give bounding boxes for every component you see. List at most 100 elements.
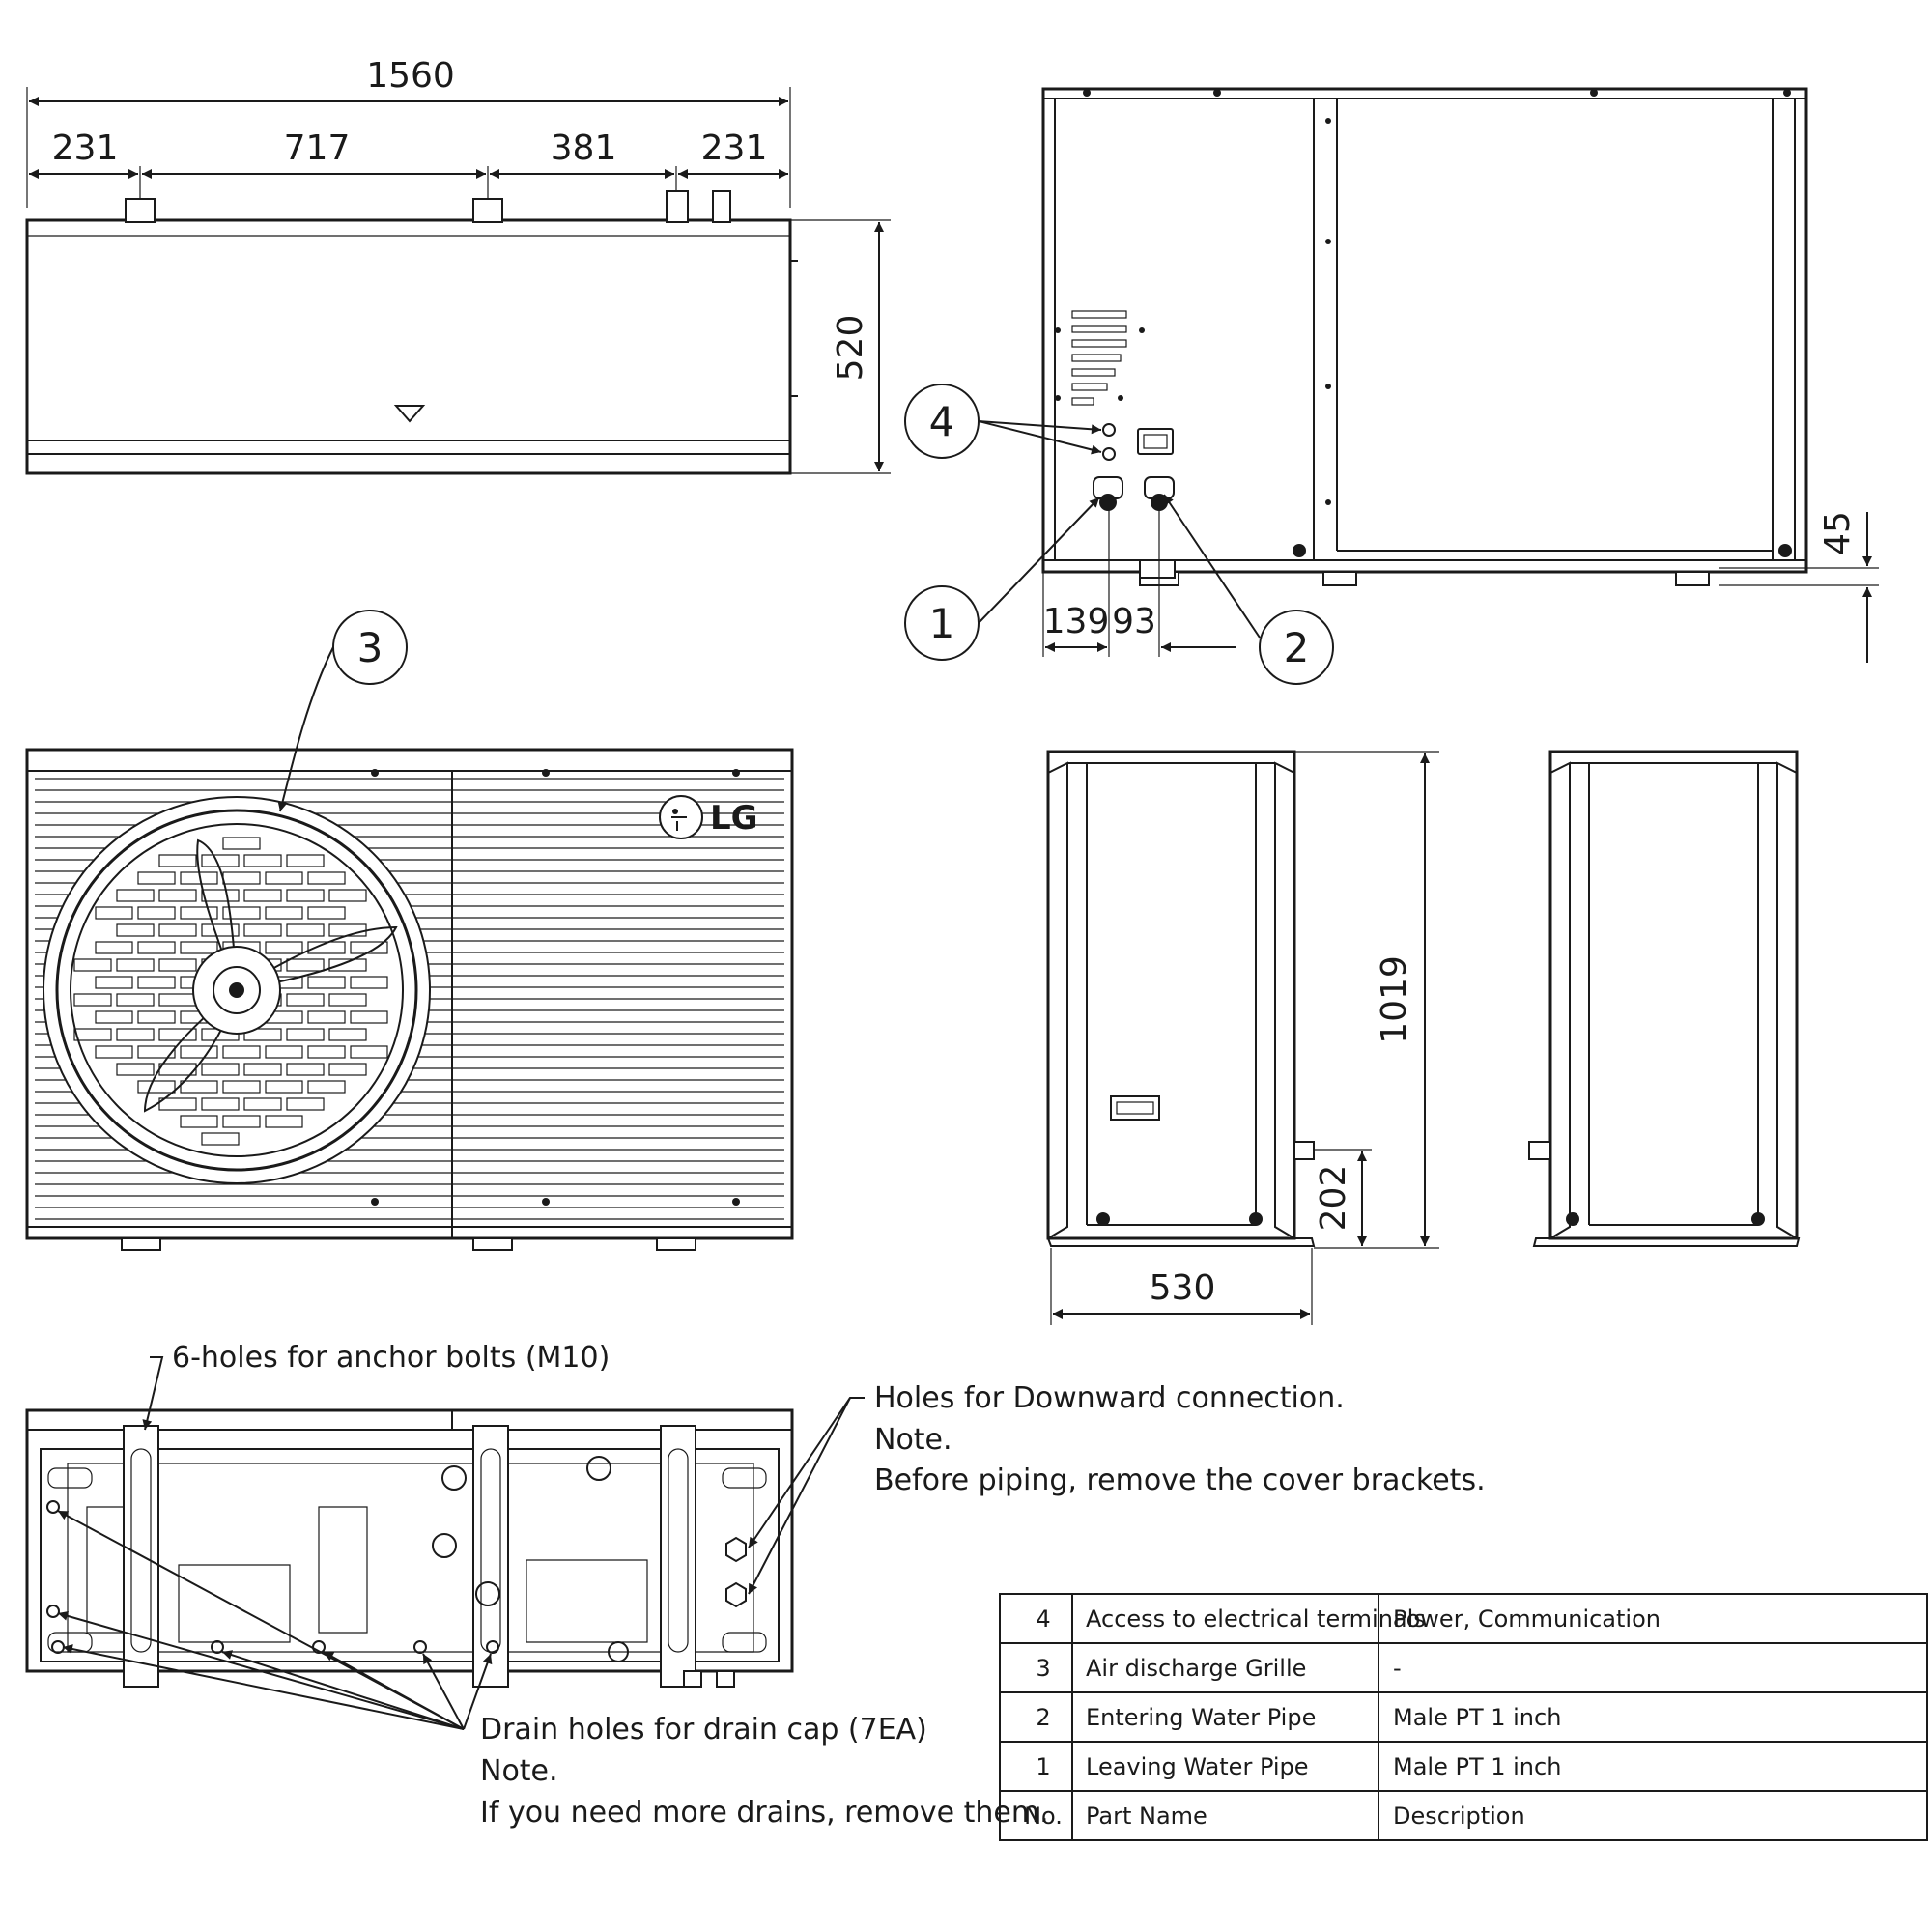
fan-guard-slot (286, 854, 325, 867)
fan-guard-slot (201, 1063, 240, 1076)
fan-guard-slot (137, 1045, 176, 1059)
fan-guard-slot (158, 854, 197, 867)
note-downward-2: Note. (874, 1423, 952, 1457)
balloon-3: 3 (357, 624, 384, 671)
fan-guard-slot (201, 854, 240, 867)
fan-guard-slot (222, 1115, 261, 1128)
fan-guard-slot (265, 941, 303, 954)
rear-base-dim: 45 (1719, 511, 1879, 663)
note-drain-2: Note. (480, 1754, 558, 1788)
note-drain-1: Drain holes for drain cap (7EA) (480, 1713, 927, 1747)
fan-guard-slot (243, 889, 282, 902)
fan-guard-slot (222, 906, 261, 920)
dim-top-total: 1560 (366, 56, 455, 96)
note-anchor-bolts: 6-holes for anchor bolts (M10) (172, 1341, 610, 1375)
fan-guard-slot (137, 1080, 176, 1094)
fan-guard-slot (243, 1028, 282, 1041)
fan-guard-slot (350, 1045, 388, 1059)
table-header-part: Part Name (1086, 1803, 1208, 1830)
fan-guard-slot (328, 889, 367, 902)
parts-table: 4 Access to electrical terminals Power, … (999, 1593, 1928, 1841)
balloon-2-callout: 2 (1163, 494, 1334, 685)
fan-guard-slot (116, 889, 155, 902)
table-row-desc: Male PT 1 inch (1393, 1753, 1561, 1780)
side-view-dims: 1019 202 530 (1050, 751, 1439, 1325)
side-view-right (1046, 750, 1316, 1247)
balloon-1-callout: 1 (904, 497, 1100, 661)
fan-guard-slot (137, 906, 176, 920)
fan-guard-slot (265, 871, 303, 885)
note-downward-1: Holes for Downward connection. (874, 1381, 1345, 1415)
fan-guard-slot (137, 871, 176, 885)
fan-guard-slot (222, 1080, 261, 1094)
fan-guard-slot (286, 958, 325, 972)
fan-guard-slot (307, 1080, 346, 1094)
balloon-4-callout: 4 (904, 384, 1102, 459)
fan-guard-slot (180, 1080, 218, 1094)
fan-guard-slot (158, 889, 197, 902)
fan-guard-slot (180, 906, 218, 920)
fan-guard-slot (265, 1115, 303, 1128)
fan-guard-slot (286, 993, 325, 1007)
fan-guard-slot (307, 871, 346, 885)
downward-callout: Holes for Downward connection. Note. Bef… (748, 1381, 1486, 1595)
fan-guard-slot (201, 1097, 240, 1111)
table-row-no: 4 (1036, 1605, 1050, 1633)
fan-guard-slot (243, 923, 282, 937)
dim-top-seg1: 231 (52, 128, 119, 168)
fan-guard-slot (307, 906, 346, 920)
balloon-3-callout: 3 (277, 610, 408, 812)
table-row-part: Leaving Water Pipe (1086, 1753, 1309, 1780)
fan-guard-slot (180, 941, 218, 954)
fan-guard-slot (307, 1045, 346, 1059)
fan-guard-slot (328, 1063, 367, 1076)
fan-guard-slot (137, 976, 176, 989)
anchor-callout: 6-holes for anchor bolts (M10) (142, 1341, 610, 1431)
table-row-part: Entering Water Pipe (1086, 1704, 1316, 1731)
fan-guard-slot (95, 1045, 133, 1059)
dim-top-depth: 520 (831, 315, 870, 382)
fan-guard-slot (328, 1028, 367, 1041)
fan-guard-slot (243, 1063, 282, 1076)
dim-side-pipe-height: 202 (1314, 1165, 1353, 1232)
fan-guard-slot (265, 906, 303, 920)
fan-guard-slot (286, 1097, 325, 1111)
fan-guard-slot (95, 1010, 133, 1024)
side-view-left (1528, 750, 1801, 1247)
fan-guard-slot (116, 993, 155, 1007)
table-header-no: No. (1024, 1803, 1063, 1830)
fan-guard-slot (328, 958, 367, 972)
fan-guard-slot (307, 1010, 346, 1024)
dim-side-height: 1019 (1375, 955, 1414, 1044)
fan-guard-slot (180, 1115, 218, 1128)
dim-rear-pipe1: 139 (1043, 602, 1110, 641)
table-row-desc: Male PT 1 inch (1393, 1704, 1561, 1731)
dim-rear-pipe2: 93 (1112, 602, 1156, 641)
dim-top-seg4: 231 (701, 128, 768, 168)
fan-guard-slot (201, 889, 240, 902)
fan-guard-slot (222, 837, 261, 850)
fan-guard-slot (158, 958, 197, 972)
table-row-no: 2 (1036, 1704, 1050, 1731)
table-row-part: Access to electrical terminals (1086, 1605, 1426, 1633)
rear-view (1041, 87, 1808, 586)
fan-guard-slot (158, 1097, 197, 1111)
fan-guard-slot (116, 1063, 155, 1076)
fan-guard-slot (350, 976, 388, 989)
top-view: 1560 231 717 381 231 520 (25, 56, 891, 475)
fan-guard-slot (73, 1028, 112, 1041)
table-row-part: Air discharge Grille (1086, 1655, 1306, 1682)
table-row-no: 3 (1036, 1655, 1050, 1682)
drain-callout: Drain holes for drain cap (7EA) Note. If… (57, 1510, 1049, 1830)
fan-guard-slot (350, 941, 388, 954)
fan-guard-slot (180, 1045, 218, 1059)
note-drain-3: If you need more drains, remove them. (480, 1796, 1049, 1830)
table-row-no: 1 (1036, 1753, 1050, 1780)
fan-guard-slot (307, 976, 346, 989)
fan-guard-slot (158, 1028, 197, 1041)
fan-guard-slot (243, 854, 282, 867)
dim-top-seg2: 717 (284, 128, 351, 168)
balloon-1: 1 (929, 600, 955, 647)
fan-guard-slot (116, 923, 155, 937)
